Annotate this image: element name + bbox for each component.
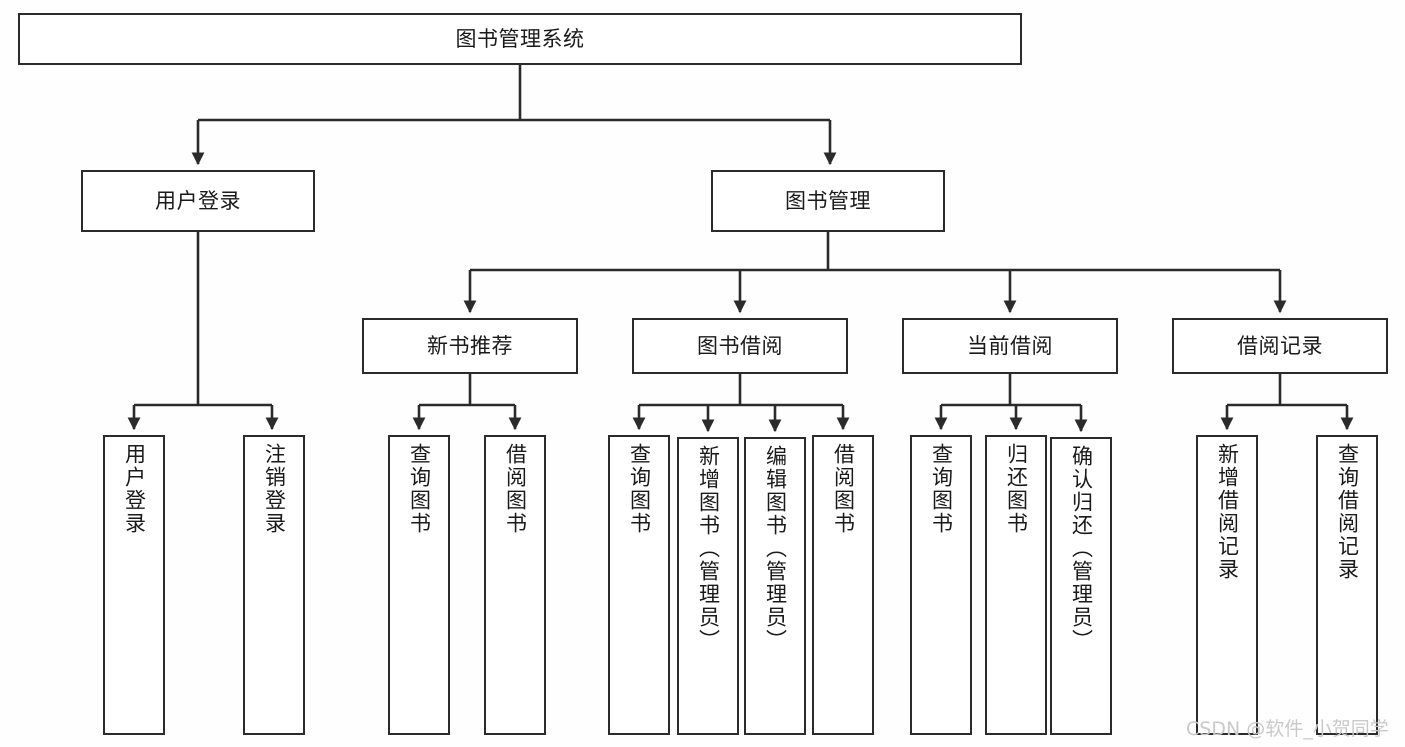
node-root[interactable]: 图书管理系统 xyxy=(18,13,1022,65)
leaf-query-book-current-label: 查询图书 xyxy=(929,443,954,535)
leaf-add-borrow-record[interactable]: 新增借阅记录 xyxy=(1196,435,1258,735)
leaf-return-book-label: 归还图书 xyxy=(1004,443,1029,535)
leaf-query-borrow-record[interactable]: 查询借阅记录 xyxy=(1316,435,1378,735)
leaf-edit-book-admin-label: 编辑图书（管理员） xyxy=(763,445,788,652)
node-borrow-record-label: 借阅记录 xyxy=(1237,333,1323,358)
node-borrow-record[interactable]: 借阅记录 xyxy=(1172,318,1388,374)
node-user-login[interactable]: 用户登录 xyxy=(81,170,315,232)
leaf-query-borrow-record-label: 查询借阅记录 xyxy=(1335,443,1360,581)
node-new-book-recommend-label: 新书推荐 xyxy=(427,333,513,358)
leaf-add-book-admin[interactable]: 新增图书（管理员） xyxy=(677,437,739,735)
leaf-logout-login-label: 注销登录 xyxy=(262,443,287,535)
leaf-confirm-return-admin[interactable]: 确认归还（管理员） xyxy=(1050,437,1112,735)
leaf-user-login[interactable]: 用户登录 xyxy=(103,435,165,735)
node-current-borrow[interactable]: 当前借阅 xyxy=(902,318,1118,374)
leaf-borrow-book-rec[interactable]: 借阅图书 xyxy=(484,435,546,735)
leaf-return-book[interactable]: 归还图书 xyxy=(985,435,1047,735)
leaf-borrow-book-label: 借阅图书 xyxy=(831,443,856,535)
leaf-logout-login[interactable]: 注销登录 xyxy=(243,435,305,735)
node-new-book-recommend[interactable]: 新书推荐 xyxy=(362,318,578,374)
leaf-borrow-book-rec-label: 借阅图书 xyxy=(503,443,528,535)
leaf-query-book-borrow[interactable]: 查询图书 xyxy=(608,435,670,735)
leaf-user-login-label: 用户登录 xyxy=(122,443,147,535)
leaf-query-book-rec-label: 查询图书 xyxy=(407,443,432,535)
leaf-borrow-book[interactable]: 借阅图书 xyxy=(812,435,874,735)
leaf-query-book-borrow-label: 查询图书 xyxy=(627,443,652,535)
node-book-borrow-label: 图书借阅 xyxy=(697,333,783,358)
leaf-edit-book-admin[interactable]: 编辑图书（管理员） xyxy=(744,437,806,735)
node-book-management-label: 图书管理 xyxy=(785,188,871,213)
node-current-borrow-label: 当前借阅 xyxy=(967,333,1053,358)
watermark: CSDN @软件_小贺同学 xyxy=(1186,718,1389,740)
leaf-add-book-admin-label: 新增图书（管理员） xyxy=(696,445,721,652)
node-book-borrow[interactable]: 图书借阅 xyxy=(632,318,848,374)
leaf-query-book-current[interactable]: 查询图书 xyxy=(910,435,972,735)
node-root-label: 图书管理系统 xyxy=(455,26,585,51)
leaf-query-book-rec[interactable]: 查询图书 xyxy=(388,435,450,735)
node-book-management[interactable]: 图书管理 xyxy=(711,170,945,232)
leaf-add-borrow-record-label: 新增借阅记录 xyxy=(1215,443,1240,581)
leaf-confirm-return-admin-label: 确认归还（管理员） xyxy=(1069,445,1094,652)
node-user-login-label: 用户登录 xyxy=(155,188,241,213)
